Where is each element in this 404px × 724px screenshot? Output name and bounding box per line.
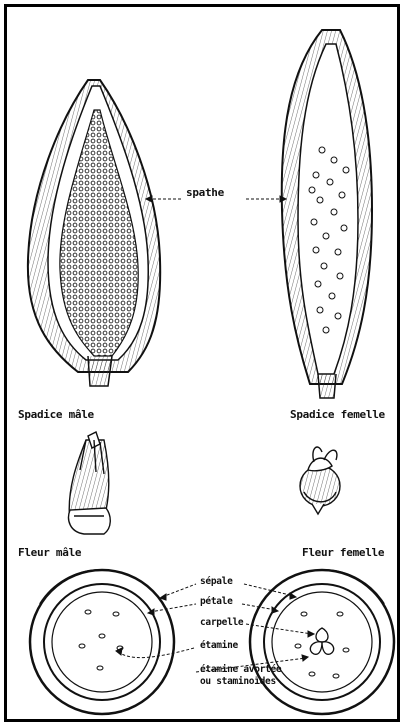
label-etamine-avortee: étamine avortée: [200, 664, 281, 675]
label-carpelle: carpelle: [200, 617, 243, 628]
label-fleur-male: Fleur mâle: [18, 546, 81, 559]
male-flower-drawing: [69, 432, 111, 534]
label-etamine: étamine: [200, 640, 238, 651]
label-fleur-femelle: Fleur femelle: [302, 546, 384, 559]
male-floral-diagram: [30, 570, 174, 714]
label-sepale: sépale: [200, 576, 233, 587]
label-spathe: spathe: [186, 186, 224, 199]
male-spadix-drawing: [28, 80, 160, 386]
label-petale: pétale: [200, 596, 233, 607]
female-floral-diagram: [250, 570, 394, 714]
female-spadix-drawing: [282, 30, 372, 398]
female-flower-drawing: [300, 447, 340, 514]
label-spadice-male: Spadice mâle: [18, 408, 94, 421]
label-spadice-femelle: Spadice femelle: [290, 408, 385, 421]
label-staminoides: ou staminoïdes: [200, 676, 276, 687]
